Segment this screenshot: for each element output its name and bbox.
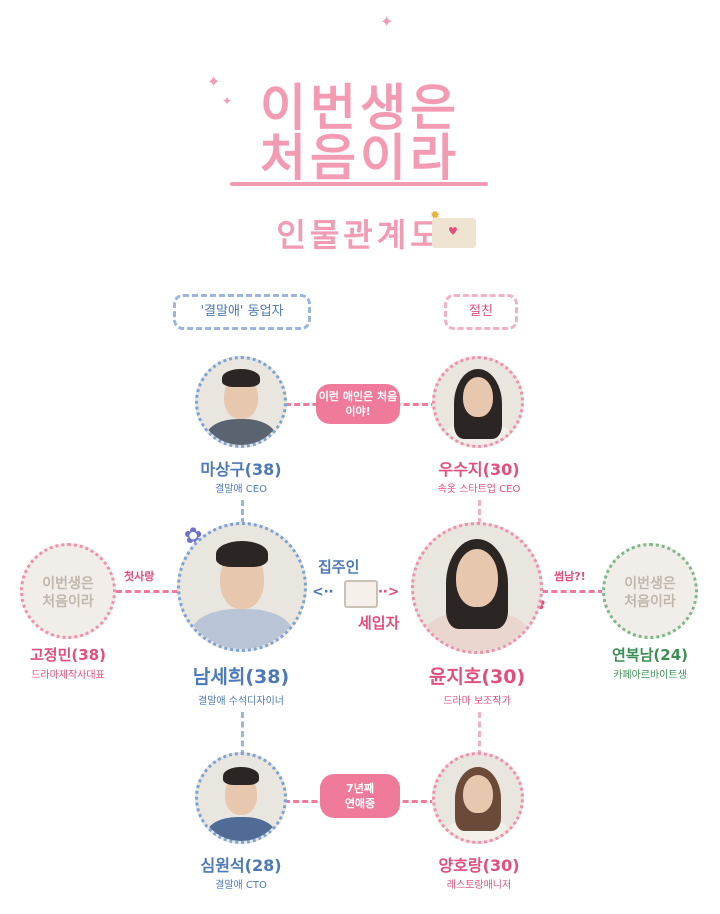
house-icon: [344, 580, 378, 608]
tenant-tag: 세입자: [358, 614, 400, 632]
relation-text: 7년째: [346, 782, 374, 795]
envelope-icon: ♥: [432, 218, 476, 248]
character-name: 연복남(24): [612, 646, 688, 664]
relation-line: [116, 590, 178, 593]
character-name: 고정민(38): [30, 646, 106, 664]
relation-text: 연애중: [344, 797, 376, 810]
page-subtitle: 인물관계도: [276, 216, 444, 254]
character-name: 심원석(28): [200, 856, 282, 875]
character-role: 카페아르바이트생: [613, 670, 687, 681]
title-line-2: 처음이라: [260, 129, 460, 187]
arrow-right-icon: ‧‧>: [378, 584, 400, 600]
character-role: 드라마 보조작가: [443, 696, 511, 707]
yang-horang-photo: [432, 752, 524, 844]
relation-line: [241, 500, 244, 524]
group-label-gyeolmarae: '결말애' 동업자: [173, 294, 311, 330]
character-role: 속옷 스타트업 CEO: [437, 484, 521, 495]
heart-icon: ♥: [448, 225, 458, 238]
first-love-tag: 첫사랑: [124, 570, 155, 583]
character-role: 결말애 CEO: [215, 484, 267, 495]
relation-line: [478, 712, 481, 756]
star-icon: ✦: [207, 72, 221, 91]
character-name: 우수지(30): [438, 460, 520, 479]
character-role: 결말애 CTO: [215, 880, 267, 891]
landlord-tag: 집주인: [318, 558, 360, 576]
yeon-boknam-photo: 이번생은 처음이라: [602, 543, 698, 639]
nam-sehee-photo: [177, 522, 307, 652]
woo-suji-photo: [432, 356, 524, 448]
relation-text: 이런 애인은 처음이야!: [318, 390, 398, 418]
arrow-left-icon: <‧‧: [312, 584, 334, 600]
placeholder-text: 처음이라: [42, 594, 94, 610]
go-jeongmin-photo: 이번생은 처음이라: [20, 543, 116, 639]
character-name: 윤지호(30): [428, 666, 526, 688]
sim-wonseok-photo: [195, 752, 287, 844]
group-label-best-friend: 절친: [444, 294, 518, 330]
character-role: 결말애 수석디자이너: [198, 696, 284, 707]
sparkle-icon: ✹: [430, 208, 441, 222]
relation-line: [542, 590, 604, 593]
ma-sanggu-photo: [195, 356, 287, 448]
title-underline: [230, 182, 488, 186]
character-role: 레스토랑매니저: [446, 880, 512, 891]
relation-bubble-top: 이런 애인은 처음이야!: [316, 384, 400, 424]
yoon-jiho-photo: [411, 522, 543, 654]
character-name: 마상구(38): [200, 460, 282, 479]
character-name: 남세희(38): [192, 666, 290, 688]
relation-line: [478, 500, 481, 524]
star-icon: ✦: [222, 94, 233, 108]
relation-bubble-bottom: 7년째 연애중: [320, 774, 400, 818]
title-line-1: 이번생은: [260, 79, 460, 137]
character-name: 양호랑(30): [438, 856, 520, 875]
character-role: 드라마제작사대표: [31, 670, 105, 681]
placeholder-text: 이번생은: [42, 576, 94, 592]
star-icon: ✦: [380, 12, 394, 31]
relation-line: [241, 712, 244, 756]
placeholder-text: 처음이라: [624, 594, 676, 610]
some-tag: 썸남?!: [554, 570, 586, 583]
placeholder-text: 이번생은: [624, 576, 676, 592]
